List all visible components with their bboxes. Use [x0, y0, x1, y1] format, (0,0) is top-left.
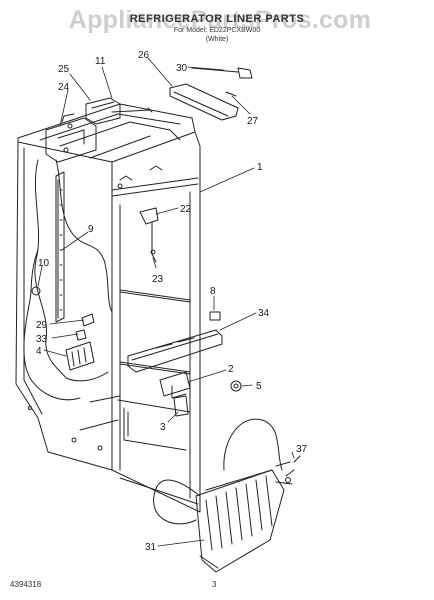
callout-24: 24: [58, 82, 70, 93]
callout-34: 34: [258, 308, 270, 319]
heater-assembly: [153, 418, 293, 573]
callout-25: 25: [58, 64, 70, 75]
callout-9: 9: [88, 224, 94, 235]
model-line: For Model: ED22PCXBW00: [173, 27, 261, 34]
callout-22: 22: [180, 204, 192, 215]
callout-30: 30: [176, 63, 188, 74]
part-10: [31, 286, 41, 296]
screw-30: [237, 67, 253, 79]
callout-23: 23: [152, 274, 164, 285]
callout-5: 5: [256, 381, 262, 392]
crisper-cover: [127, 329, 223, 373]
vertical-rail: [55, 171, 65, 323]
callout-33: 33: [36, 334, 48, 345]
part-8: [209, 311, 221, 321]
part-4: [65, 341, 95, 371]
callout-4: 4: [36, 346, 42, 357]
callout-3: 3: [160, 422, 166, 433]
footer-page-number: 3: [212, 580, 217, 589]
callout-26: 26: [138, 50, 150, 61]
wire-harness: [111, 109, 151, 113]
color-line: (White): [205, 36, 229, 43]
callout-27: 27: [247, 116, 259, 127]
callout-37: 37: [296, 444, 308, 455]
bracket-22: [139, 207, 159, 225]
callout-31: 31: [145, 542, 157, 553]
control-housing: [45, 97, 121, 163]
wire-23: [151, 221, 157, 263]
watermark: AppliancePartsPros.com: [68, 6, 372, 34]
callout-1: 1: [257, 162, 263, 173]
footer-part-number: 4394318: [10, 580, 42, 589]
callout-2: 2: [228, 364, 234, 375]
light-bracket: [169, 83, 239, 121]
cabinet-liner: [15, 103, 201, 513]
callout-labels: 30 11 26 25 24 27 1 22 9 10 23 8 34 29 3…: [36, 50, 308, 553]
callout-29: 29: [36, 320, 48, 331]
callout-11: 11: [95, 56, 106, 67]
part-3: [173, 395, 189, 417]
callout-10: 10: [38, 258, 50, 269]
screw-37: [285, 455, 301, 477]
part-5: [230, 380, 242, 392]
diagram-title: REFRIGERATOR LINER PARTS: [129, 13, 305, 25]
part-33: [75, 329, 87, 341]
callout-8: 8: [210, 286, 216, 297]
part-2: [159, 371, 191, 397]
part-29: [81, 313, 95, 327]
